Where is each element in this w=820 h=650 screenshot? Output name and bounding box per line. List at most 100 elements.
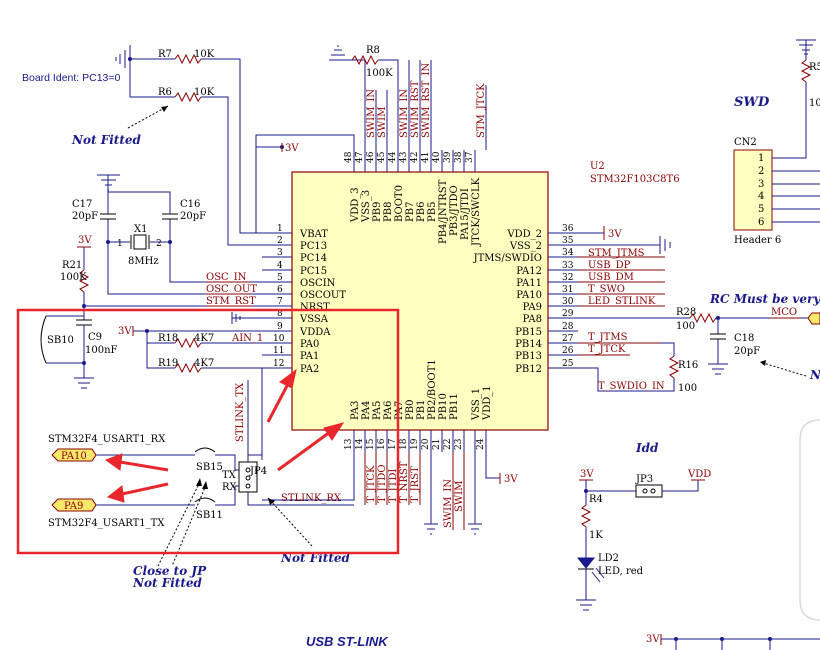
- pin-11-name: PA1: [300, 351, 319, 362]
- pin-12-num: 12: [273, 359, 284, 369]
- pin-21-name: PB10: [438, 393, 449, 420]
- pin-27-num: 27: [562, 334, 574, 344]
- v3-vdd2: 3V: [608, 229, 622, 240]
- pin-25-name: PB12: [515, 364, 542, 375]
- pin-41-num: 41: [421, 152, 431, 163]
- pin-2-num: 2: [277, 236, 283, 246]
- r19-ref: R19: [158, 358, 178, 369]
- r18-ref: R18: [158, 333, 178, 344]
- pin-45-num: 45: [377, 151, 387, 163]
- v3-idd: 3V: [580, 469, 594, 480]
- ic-bottom-pin-names: PA3 PA4 PA5 PA6 PA7 PB0 PB1 PB2/BOOT1 PB…: [350, 359, 493, 421]
- pin-9-num: 9: [277, 322, 283, 332]
- pin-44-num: 44: [388, 151, 398, 163]
- pin-29-num: 29: [562, 309, 574, 319]
- r21-ref: R21: [62, 260, 82, 271]
- pin-29-name: PA8: [523, 314, 542, 325]
- sb10-ref: SB10: [47, 335, 74, 346]
- port-pa9-desc: STM32F4_USART1_TX: [48, 518, 165, 529]
- pin-3-name: PC14: [300, 253, 327, 264]
- pin-23-num: 23: [454, 438, 464, 450]
- resistor-r19: [174, 362, 202, 374]
- highlight-arrows: [104, 368, 345, 503]
- port-pa9[interactable]: [51, 498, 97, 512]
- pin-33-name: PA12: [516, 266, 542, 277]
- pin-24-name: VDD_1: [482, 385, 493, 421]
- pin-43-name: PB7: [405, 202, 416, 222]
- net-top-swim: SWIM: [377, 107, 388, 138]
- c9-ref: C9: [88, 332, 102, 343]
- cn2-ref: CN2: [734, 137, 757, 148]
- board-ident: Board Ident: PC13=0: [22, 72, 121, 84]
- r18-value: 4K7: [194, 333, 214, 344]
- x1-ref: X1: [134, 224, 147, 235]
- cn2-pin-6: 6: [758, 217, 764, 228]
- pin-32-name: PA11: [516, 278, 542, 289]
- solder-bridge-sb10: [40, 315, 47, 364]
- pin-32-num: 32: [562, 273, 573, 283]
- ic-top-pins: [353, 150, 476, 172]
- net-b-t-jrst: T_JRST: [410, 466, 421, 503]
- pin-35-name: VSS_2: [509, 241, 542, 252]
- gnd-symbol-r7: [115, 45, 131, 72]
- pin-47-name: VSS_3: [361, 190, 372, 223]
- gnd-symbol-c9: [74, 377, 94, 389]
- net-stm-rst: STM_RST: [206, 296, 256, 307]
- net-top-stm-jtck: STM_JTCK: [476, 83, 487, 138]
- gnd-symbol-vss2: [659, 236, 671, 254]
- pin-37-name: JTCK/SWCLK: [471, 177, 482, 247]
- gnd-symbol-vssa: [231, 312, 241, 324]
- r28-value: 100: [676, 321, 695, 332]
- pin-16-num: 16: [377, 438, 387, 450]
- pin-26-name: PB13: [515, 351, 542, 362]
- port-pa10[interactable]: [51, 448, 97, 462]
- ic-u2-part: STM32F103C8T6: [590, 174, 680, 185]
- note-rc: RC Must be very clo: [709, 292, 820, 306]
- net-mco: MCO: [771, 307, 797, 318]
- cn2-pin-2: 2: [758, 166, 764, 177]
- net-usb-dp: USB_DP: [588, 260, 631, 271]
- c16-ref: C16: [180, 199, 200, 210]
- net-ain1: AIN_1: [231, 333, 263, 344]
- pin-26-num: 26: [562, 346, 574, 356]
- side-panel-edge: [799, 419, 820, 621]
- cn2-pin-4: 4: [758, 191, 764, 202]
- cn2-pin-5: 5: [758, 204, 764, 215]
- resistor-r7: [174, 53, 202, 65]
- pin-46-name: PB9: [372, 202, 383, 222]
- cap-c16: [162, 213, 178, 220]
- net-stm-jtms: STM_JTMS: [588, 248, 645, 259]
- pin-44-name: BOOT0: [394, 185, 405, 222]
- svg-text:2: 2: [156, 239, 162, 249]
- pin-12-name: PA2: [300, 364, 319, 375]
- note-not-fitted-jp: Not Fitted: [280, 551, 350, 565]
- pin-21-num: 21: [432, 439, 442, 450]
- net-b-swim-in: SWIM_IN: [443, 479, 454, 528]
- net-t-swo: T_SWO: [588, 284, 625, 295]
- pin-34-num: 34: [562, 248, 574, 258]
- cn2-pins: 1 2 3 4 5 6: [758, 153, 764, 228]
- gnd-symbol-vss3: [329, 45, 347, 61]
- ic-left-pins: [262, 232, 292, 369]
- cn2-value: Header 6: [734, 235, 781, 246]
- net-top-swim-rst: SWIM_RST: [410, 80, 421, 138]
- pin-31-num: 31: [562, 285, 573, 295]
- r6-value: 10K: [194, 87, 215, 98]
- pin-40-name: PB4/JNTRST: [438, 179, 449, 244]
- pin-28-num: 28: [562, 322, 574, 332]
- net-b-swim: SWIM: [454, 481, 465, 512]
- pin-19-num: 19: [410, 438, 420, 450]
- swd-title: SWD: [734, 95, 770, 110]
- sb11-ref: SB11: [196, 510, 223, 521]
- r4-ref: R4: [589, 494, 603, 505]
- solder-bridge-sb15: [194, 447, 216, 453]
- pin-11-num: 11: [273, 346, 284, 356]
- pin-13-num: 13: [344, 438, 354, 450]
- pin-6-name: OSCOUT: [300, 290, 346, 301]
- vbat-3v-label: 3V: [285, 143, 299, 154]
- pin-15-num: 15: [366, 438, 376, 450]
- pin-14-name: PA4: [361, 401, 372, 420]
- v3-vdd1: 3V: [504, 474, 518, 485]
- pin-36-name: VDD_2: [506, 229, 542, 240]
- pin-38-num: 38: [454, 151, 464, 163]
